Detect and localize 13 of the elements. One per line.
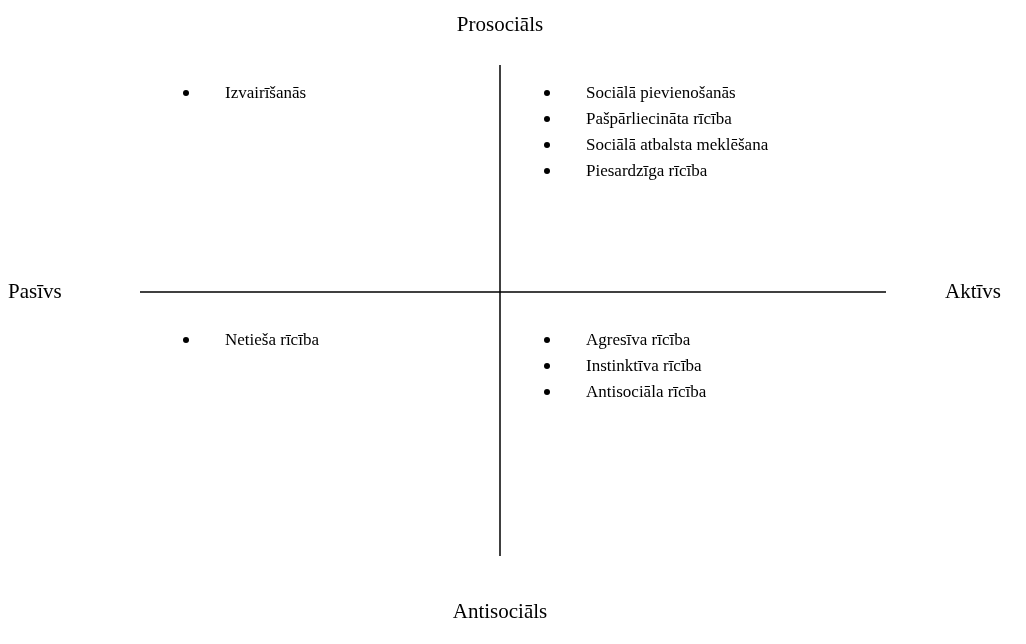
axis-label: Aktīvs [945,279,1001,305]
axis-label: Pasīvs [8,279,62,305]
list-item-text: Sociālā atbalsta meklēšana [586,134,769,156]
axis-label: Antisociāls [452,599,548,625]
list-item-text: Antisociāla rīcība [586,381,707,403]
list-item-text: Piesardzīga rīcība [586,160,708,182]
axis-label: Prosociāls [456,12,544,38]
list-item-text: Instinktīva rīcība [586,355,702,377]
list-item-text: Sociālā pievienošanās [586,82,736,104]
list-item-text: Netieša rīcība [225,329,319,351]
list-item-text: Pašpārliecināta rīcība [586,108,732,130]
list-item-text: Izvairīšanās [225,82,307,104]
list-item-text: Agresīva rīcība [586,329,691,351]
